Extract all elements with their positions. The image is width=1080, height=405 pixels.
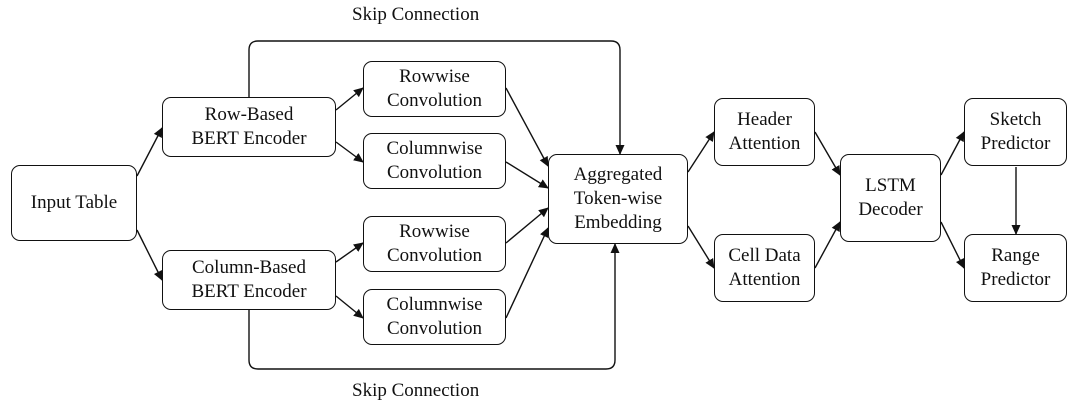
skip-connection-bottom-line xyxy=(248,243,620,370)
arrow-agg-to-header xyxy=(687,131,715,173)
arrow-colconv2-to-agg xyxy=(505,227,549,319)
arrow-colconv1-to-agg xyxy=(505,161,549,189)
skip-connection-top-label: Skip Connection xyxy=(352,4,480,25)
header-attention-node: Header Attention xyxy=(714,98,815,166)
columnwise-convolution-node-2: Columnwise Convolution xyxy=(363,289,506,345)
input-table-node: Input Table xyxy=(11,165,137,241)
arrow-rowconv1-to-agg xyxy=(505,87,549,167)
arrow-lstm-to-sketch xyxy=(940,131,965,176)
column-based-bert-encoder-node: Column-Based BERT Encoder xyxy=(162,250,336,310)
arrow-input-to-col-bert xyxy=(136,229,163,281)
arrow-rowbert-to-rowconv xyxy=(335,87,364,111)
columnwise-convolution-node-1: Columnwise Convolution xyxy=(363,133,506,189)
row-based-bert-encoder-node: Row-Based BERT Encoder xyxy=(162,97,336,157)
rowwise-convolution-node-2: Rowwise Convolution xyxy=(363,216,506,272)
arrow-rowbert-to-colconv xyxy=(335,141,364,163)
skip-connection-top-line xyxy=(248,40,625,155)
arrow-rowconv2-to-agg xyxy=(505,207,549,244)
arrow-input-to-row-bert xyxy=(136,127,163,177)
arrow-agg-to-cell xyxy=(687,225,715,269)
skip-connection-bottom-label: Skip Connection xyxy=(352,380,480,401)
cell-data-attention-node: Cell Data Attention xyxy=(714,234,815,302)
arrow-cell-to-lstm xyxy=(814,221,841,269)
sketch-predictor-node: Sketch Predictor xyxy=(964,98,1067,166)
arrow-lstm-to-range xyxy=(940,221,965,269)
arrow-colbert-to-rowconv xyxy=(335,242,364,263)
lstm-decoder-node: LSTM Decoder xyxy=(840,154,941,242)
arrow-header-to-lstm xyxy=(814,131,841,176)
arrow-colbert-to-colconv xyxy=(335,295,364,319)
range-predictor-node: Range Predictor xyxy=(964,234,1067,302)
rowwise-convolution-node-1: Rowwise Convolution xyxy=(363,61,506,117)
aggregated-token-wise-embedding-node: Aggregated Token-wise Embedding xyxy=(548,154,688,244)
